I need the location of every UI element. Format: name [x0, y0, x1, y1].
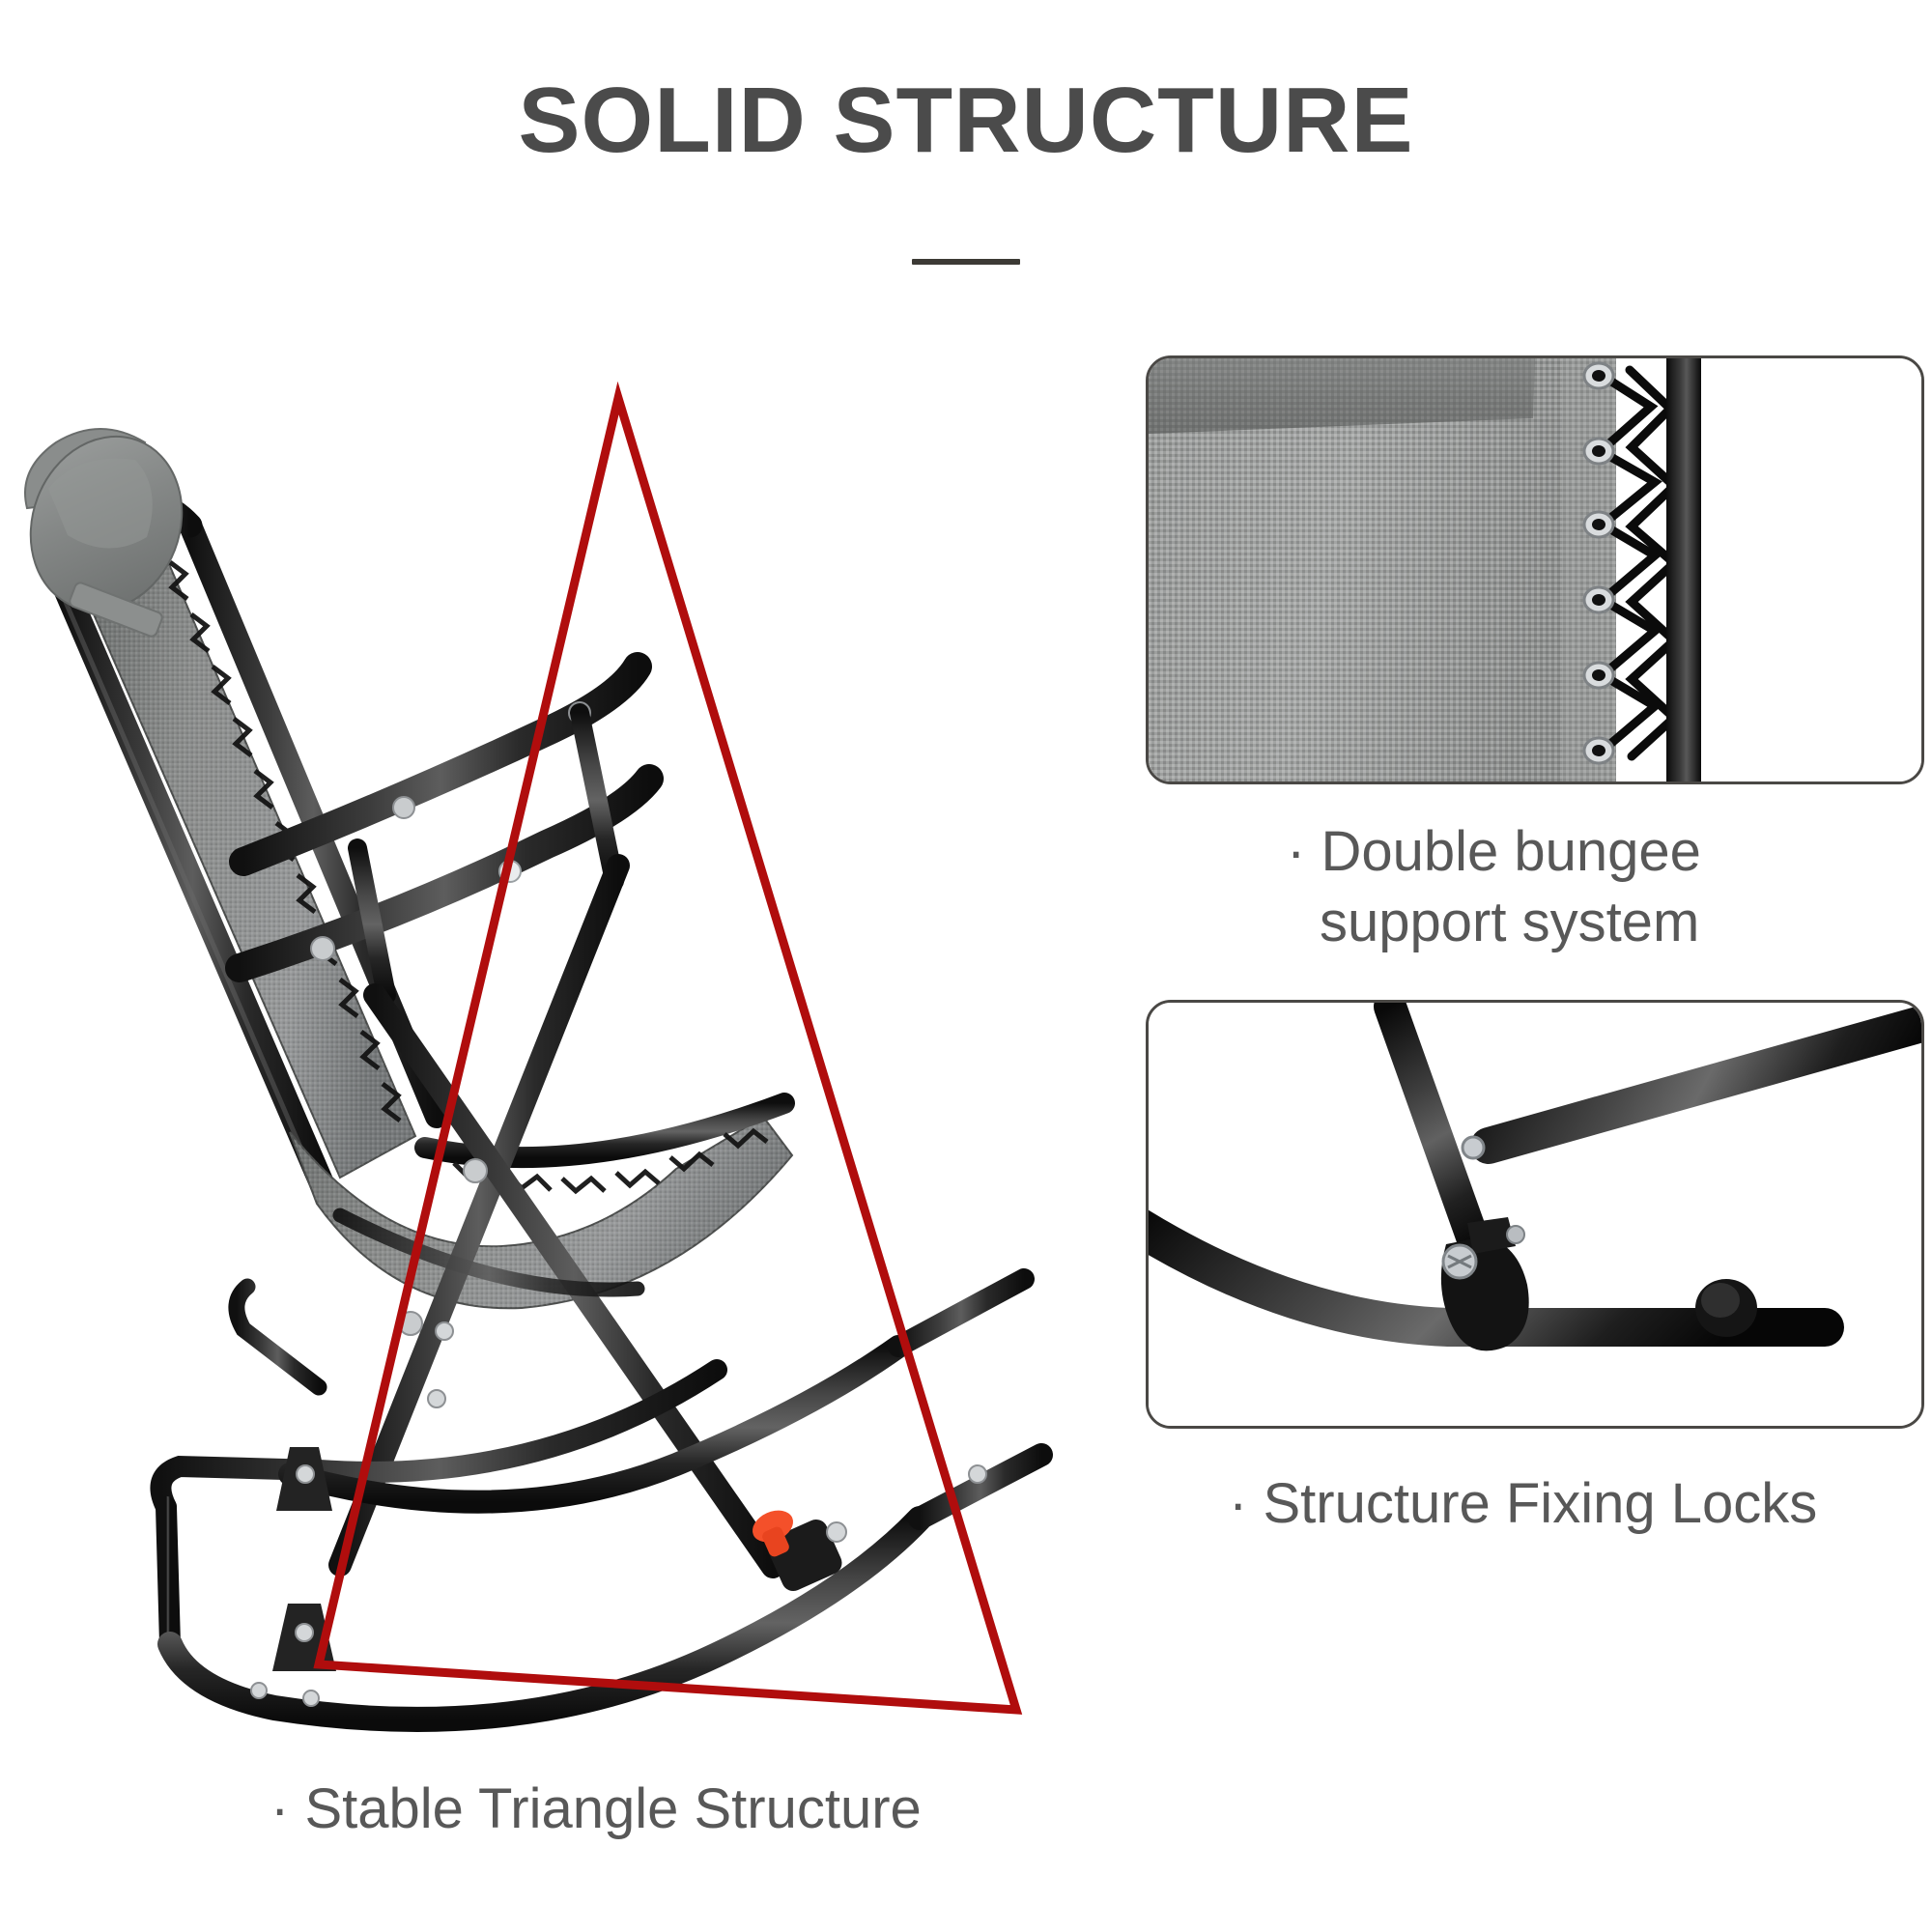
- armrest-support-posts: [348, 703, 624, 1005]
- caption-double-bungee: · Double bungee support system: [1287, 816, 1905, 957]
- caption-text: Stable Triangle Structure: [304, 1777, 922, 1840]
- page-title: SOLID STRUCTURE: [518, 69, 1414, 172]
- caption-line-1: Double bungee: [1321, 820, 1701, 883]
- secondary-screw: [1506, 1225, 1525, 1244]
- caption-stable-triangle-structure: · Stable Triangle Structure: [270, 1774, 1140, 1844]
- headrest-pillow: [24, 428, 184, 638]
- caption-bullet: ·: [270, 1777, 290, 1840]
- stable-triangle-overlay: [313, 381, 1023, 1715]
- structure-fixing-locks-inset: [1146, 1000, 1924, 1429]
- locking-screw: [1441, 1243, 1478, 1280]
- main-product-image: [0, 319, 1140, 1758]
- fixing-lock-knob: [752, 1464, 987, 1591]
- bungee-lacing: [1582, 361, 1681, 765]
- rocker-runners: [150, 1268, 1053, 1732]
- caption-structure-fixing-locks: · Structure Fixing Locks: [1229, 1468, 1905, 1539]
- caption-bullet: ·: [1229, 1472, 1248, 1535]
- caption-bullet: ·: [1287, 820, 1306, 883]
- folding-cross-frame: [228, 854, 784, 1578]
- joint-screw: [1461, 1135, 1486, 1160]
- rocker-runner: [1149, 1209, 1844, 1347]
- title-divider: [912, 259, 1020, 265]
- diagonal-tube: [1470, 1006, 1921, 1164]
- caption-line-1: Structure Fixing Locks: [1263, 1472, 1818, 1535]
- caption-line-2: support system: [1320, 891, 1700, 954]
- double-bungee-support-inset: [1146, 355, 1924, 784]
